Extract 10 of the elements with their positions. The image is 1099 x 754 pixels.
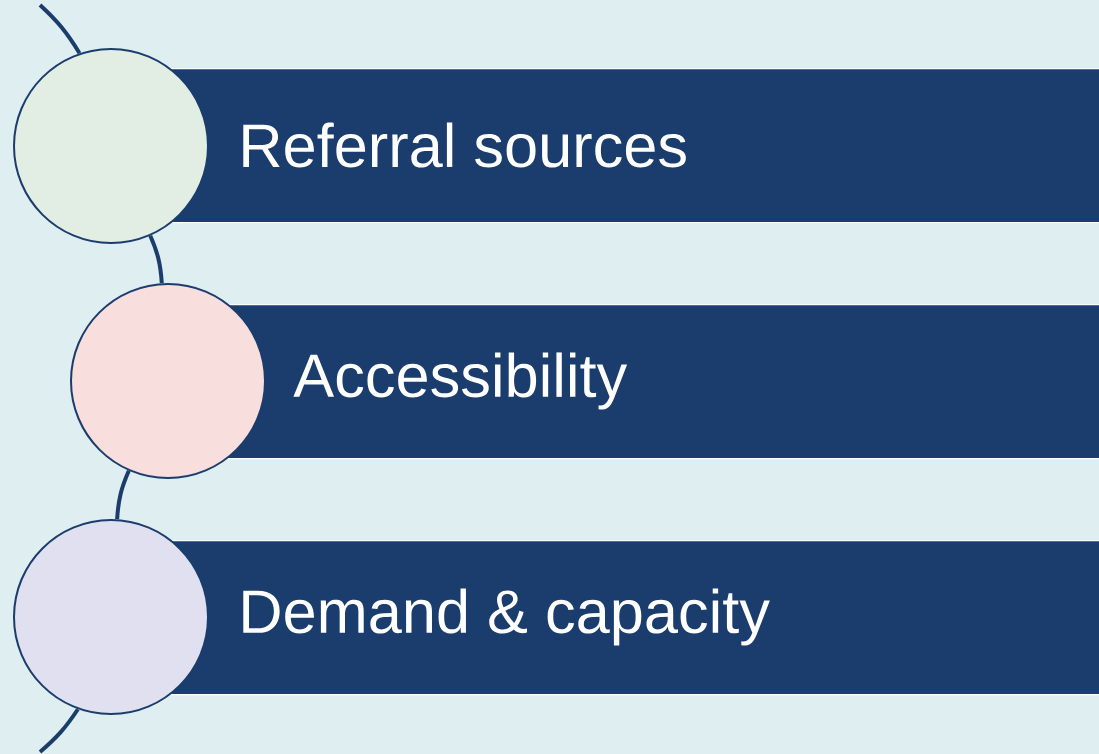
- connector-arc: [38, 708, 80, 754]
- band: Accessibility: [227, 304, 1099, 460]
- connector-arc: [148, 235, 164, 284]
- circle: [70, 283, 266, 479]
- circle: [13, 48, 209, 244]
- connector-arc: [115, 470, 131, 520]
- band: Referral sources: [170, 68, 1099, 224]
- connector-arc: [38, 3, 82, 55]
- circle: [13, 519, 209, 715]
- band: Demand & capacity: [170, 540, 1099, 696]
